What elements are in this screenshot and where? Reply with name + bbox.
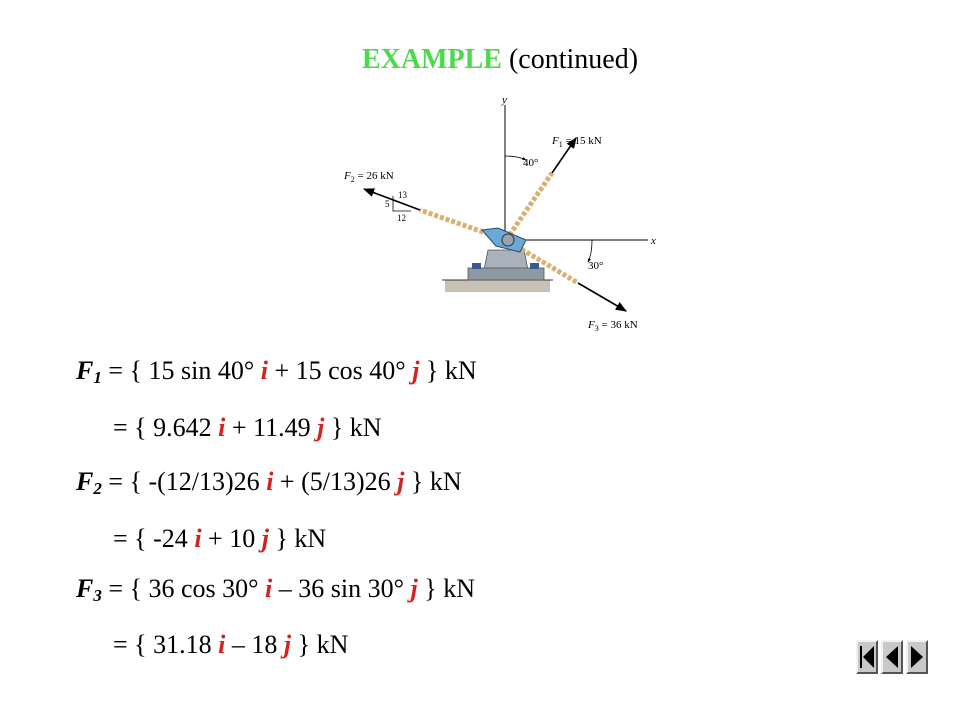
equation-f3-result: = { 31.18 i – 18 j } kN (113, 630, 349, 659)
previous-slide-icon (886, 646, 898, 668)
f2-label: F2 = 26 kN (343, 170, 394, 184)
equation-f3: F3 = { 36 cos 30° i – 36 sin 30° j } kN (76, 574, 476, 605)
arrow-f1 (551, 137, 577, 174)
previous-slide-button[interactable] (881, 640, 903, 674)
y-axis-label: y (501, 94, 507, 106)
tri-vert-label: 5 (385, 199, 390, 209)
ground (445, 280, 550, 292)
slope-triangle (392, 196, 411, 212)
equation-f1: F1 = { 15 sin 40° i + 15 cos 40° j } kN (76, 356, 477, 387)
f2-symbol: F2 (76, 467, 102, 498)
f1-symbol: F1 (76, 356, 102, 387)
arrow-f3 (577, 282, 627, 312)
f3-label: F3 = 36 kN (587, 319, 638, 333)
bolt-left (472, 263, 481, 269)
f3-symbol: F3 (76, 574, 102, 605)
x-axis-label: x (650, 235, 656, 247)
angle-arc-30 (587, 239, 593, 263)
force-diagram: y x 40° 30° 13 5 12 F1 = 15 kN F2 = 26 k… (343, 94, 656, 333)
next-slide-icon (911, 646, 923, 668)
first-slide-icon (860, 646, 874, 668)
bolt-right (530, 263, 539, 269)
next-slide-button[interactable] (906, 640, 928, 674)
tri-hyp-label: 13 (398, 190, 408, 200)
first-slide-button[interactable] (856, 640, 878, 674)
equation-f1-result: = { 9.642 i + 11.49 j } kN (113, 413, 382, 442)
page-title: EXAMPLE (continued) (0, 44, 960, 76)
support-base (467, 267, 545, 281)
title-rest: (continued) (501, 44, 639, 75)
cable-f1 (503, 171, 555, 242)
tri-horiz-label: 12 (397, 213, 406, 223)
support-pedestal (483, 249, 529, 271)
f1-label: F1 = 15 kN (551, 135, 602, 149)
slide-navigation (856, 640, 928, 674)
angle-arc-40 (504, 155, 527, 161)
arrow-f2 (362, 188, 421, 211)
equation-f2-result: = { -24 i + 10 j } kN (113, 524, 327, 553)
pin (501, 233, 515, 247)
angle-30-label: 30° (588, 260, 603, 272)
angle-40-label: 40° (523, 157, 538, 169)
title-keyword: EXAMPLE (361, 44, 502, 75)
equation-f2: F2 = { -(12/13)26 i + (5/13)26 j } kN (76, 467, 462, 498)
